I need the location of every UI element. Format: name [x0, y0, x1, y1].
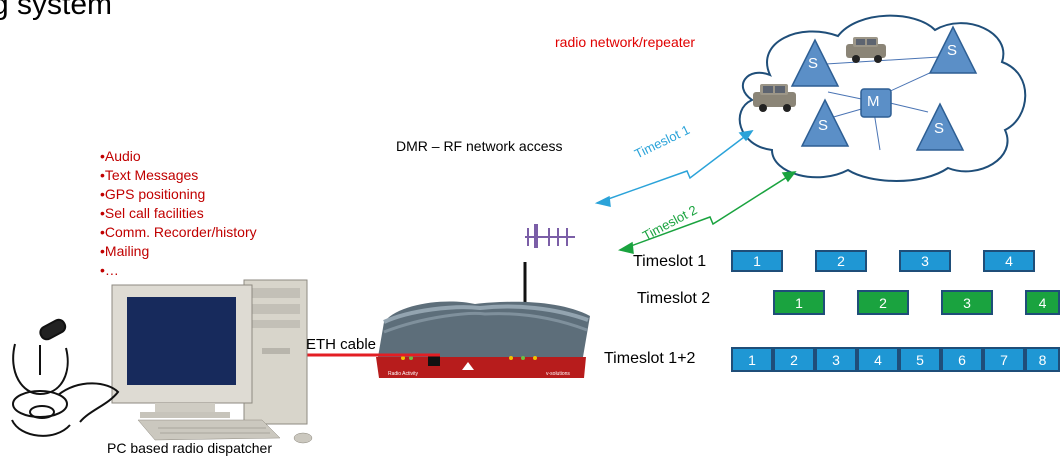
antenna-icon	[523, 224, 575, 312]
timeslot-cell: 4	[857, 347, 899, 372]
feature-item-more: •…	[100, 262, 119, 278]
car-icon-left	[753, 84, 796, 112]
timeslot-cell: 2	[773, 347, 815, 372]
master-node	[860, 88, 892, 118]
feature-list: •Audio •Text Messages •GPS positioning •…	[100, 147, 257, 280]
feature-item-selcall: •Sel call facilities	[100, 205, 204, 221]
network-label: radio network/repeater	[555, 34, 696, 50]
timeslot-2-link	[617, 171, 797, 254]
dmr-gateway-device	[376, 301, 590, 378]
dmr-label: DMR – RF network access	[396, 138, 563, 154]
repeater-s-bottom-right	[915, 102, 965, 151]
timeslot-cell: 3	[899, 250, 951, 272]
repeater-s-top-right	[928, 25, 978, 74]
timeslot-cell: 1	[731, 250, 783, 272]
node-label-s-bottom-right: S	[934, 120, 945, 137]
node-label-s-top-left: S	[808, 55, 819, 72]
device-label-right: v-solutions	[546, 371, 570, 377]
timeslot-cell: 2	[857, 290, 909, 315]
timeslot-cell: 3	[815, 347, 857, 372]
timeslot-row-3-label: Timeslot 1+2	[604, 350, 696, 367]
timeslot-row-1-label: Timeslot 1	[633, 253, 707, 270]
car-icon-top	[846, 37, 886, 63]
timeslot-cell: 4	[1025, 290, 1060, 315]
feature-item-gps: •GPS positioning	[100, 186, 206, 202]
title-fragment: g system	[0, 0, 113, 21]
node-label-m: M	[867, 93, 880, 110]
repeater-s-top-left	[790, 38, 840, 87]
timeslot-cell: 6	[941, 347, 983, 372]
feature-item-text-messages: •Text Messages	[100, 167, 199, 183]
timeslot-cell: 4	[983, 250, 1035, 272]
timeslot-cell: 3	[941, 290, 993, 315]
eth-cable-label: ETH cable	[306, 336, 377, 353]
timeslot-cell: 5	[899, 347, 941, 372]
dispatcher-label: PC based radio dispatcher	[107, 440, 272, 456]
timeslot-cell: 7	[983, 347, 1025, 372]
microphone-icon	[11, 318, 120, 437]
timeslot-cell: 1	[731, 347, 773, 372]
device-label-left: Radio Activity	[388, 371, 419, 377]
feature-item-audio: •Audio	[100, 148, 141, 164]
feature-item-recorder: •Comm. Recorder/history	[100, 224, 257, 240]
timeslot-cell: 8	[1025, 347, 1060, 372]
timeslot-row-2-label: Timeslot 2	[637, 290, 711, 307]
timeslot-cell: 2	[815, 250, 867, 272]
timeslot-cell: 1	[773, 290, 825, 315]
repeater-s-bottom-left	[800, 98, 850, 147]
node-label-s-bottom-left: S	[818, 117, 829, 134]
timeslot-1-link	[594, 129, 754, 207]
node-label-s-top-right: S	[947, 42, 958, 59]
feature-item-mailing: •Mailing	[100, 243, 150, 259]
pc-computer-icon	[111, 279, 313, 444]
